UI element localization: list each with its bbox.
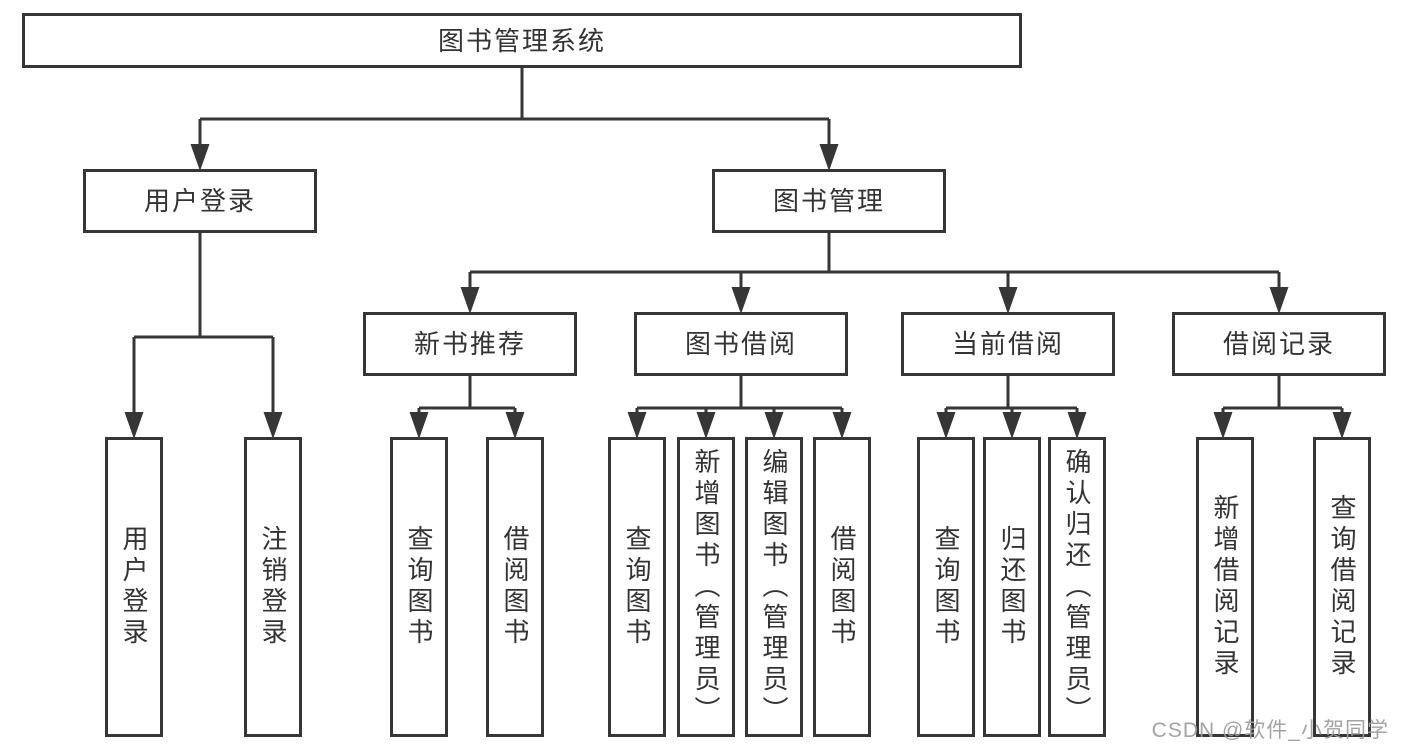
node-label: 借阅图书 [827, 525, 857, 649]
node-book-management: 图书管理 [712, 169, 946, 233]
node-label: 确认归还（管理员） [1062, 447, 1092, 727]
node-label: 新增图书（管理员） [691, 447, 721, 727]
node-label: 图书管理 [772, 186, 885, 216]
leaf-add-books-admin: 新增图书（管理员） [677, 437, 735, 737]
node-label: 注销登录 [258, 525, 288, 649]
arrow-down-icon [124, 144, 1352, 439]
leaf-return-books: 归还图书 [983, 437, 1041, 737]
leaf-borrow-books-recommend: 借阅图书 [486, 437, 544, 737]
node-new-book-recommend: 新书推荐 [363, 312, 577, 376]
node-label: 新书推荐 [413, 329, 526, 359]
leaf-user-login: 用户登录 [105, 437, 163, 737]
node-label: 图书管理系统 [437, 25, 606, 56]
node-library-system: 图书管理系统 [22, 13, 1022, 68]
leaf-edit-books-admin: 编辑图书（管理员） [745, 437, 803, 737]
node-label: 当前借阅 [951, 329, 1064, 359]
leaf-logout: 注销登录 [244, 437, 302, 737]
node-label: 查询图书 [931, 525, 961, 649]
node-label: 查询图书 [622, 525, 652, 649]
leaf-borrow-books: 借阅图书 [813, 437, 871, 737]
node-label: 用户登录 [143, 186, 256, 216]
node-label: 查询图书 [404, 525, 434, 649]
leaf-query-books-current: 查询图书 [917, 437, 975, 737]
csdn-watermark: CSDN @软件_小贺同学 [1151, 719, 1389, 742]
leaf-confirm-return-admin: 确认归还（管理员） [1048, 437, 1106, 737]
node-user-login: 用户登录 [83, 169, 317, 233]
node-label: 借阅图书 [500, 525, 530, 649]
node-current-borrow: 当前借阅 [901, 312, 1115, 376]
node-label: 借阅记录 [1222, 329, 1335, 359]
node-label: 编辑图书（管理员） [759, 447, 789, 727]
leaf-query-books-borrow: 查询图书 [608, 437, 666, 737]
node-label: 用户登录 [119, 525, 149, 649]
leaf-add-borrow-record: 新增借阅记录 [1196, 437, 1254, 737]
node-borrow-records: 借阅记录 [1172, 312, 1386, 376]
node-book-borrow: 图书借阅 [634, 312, 848, 376]
connector-lines [132, 68, 1344, 414]
node-label: 新增借阅记录 [1210, 494, 1240, 680]
node-label: 归还图书 [997, 525, 1027, 649]
leaf-query-books-recommend: 查询图书 [390, 437, 448, 737]
node-label: 图书借阅 [684, 329, 797, 359]
leaf-query-borrow-record: 查询借阅记录 [1313, 437, 1371, 737]
node-label: 查询借阅记录 [1327, 494, 1357, 680]
